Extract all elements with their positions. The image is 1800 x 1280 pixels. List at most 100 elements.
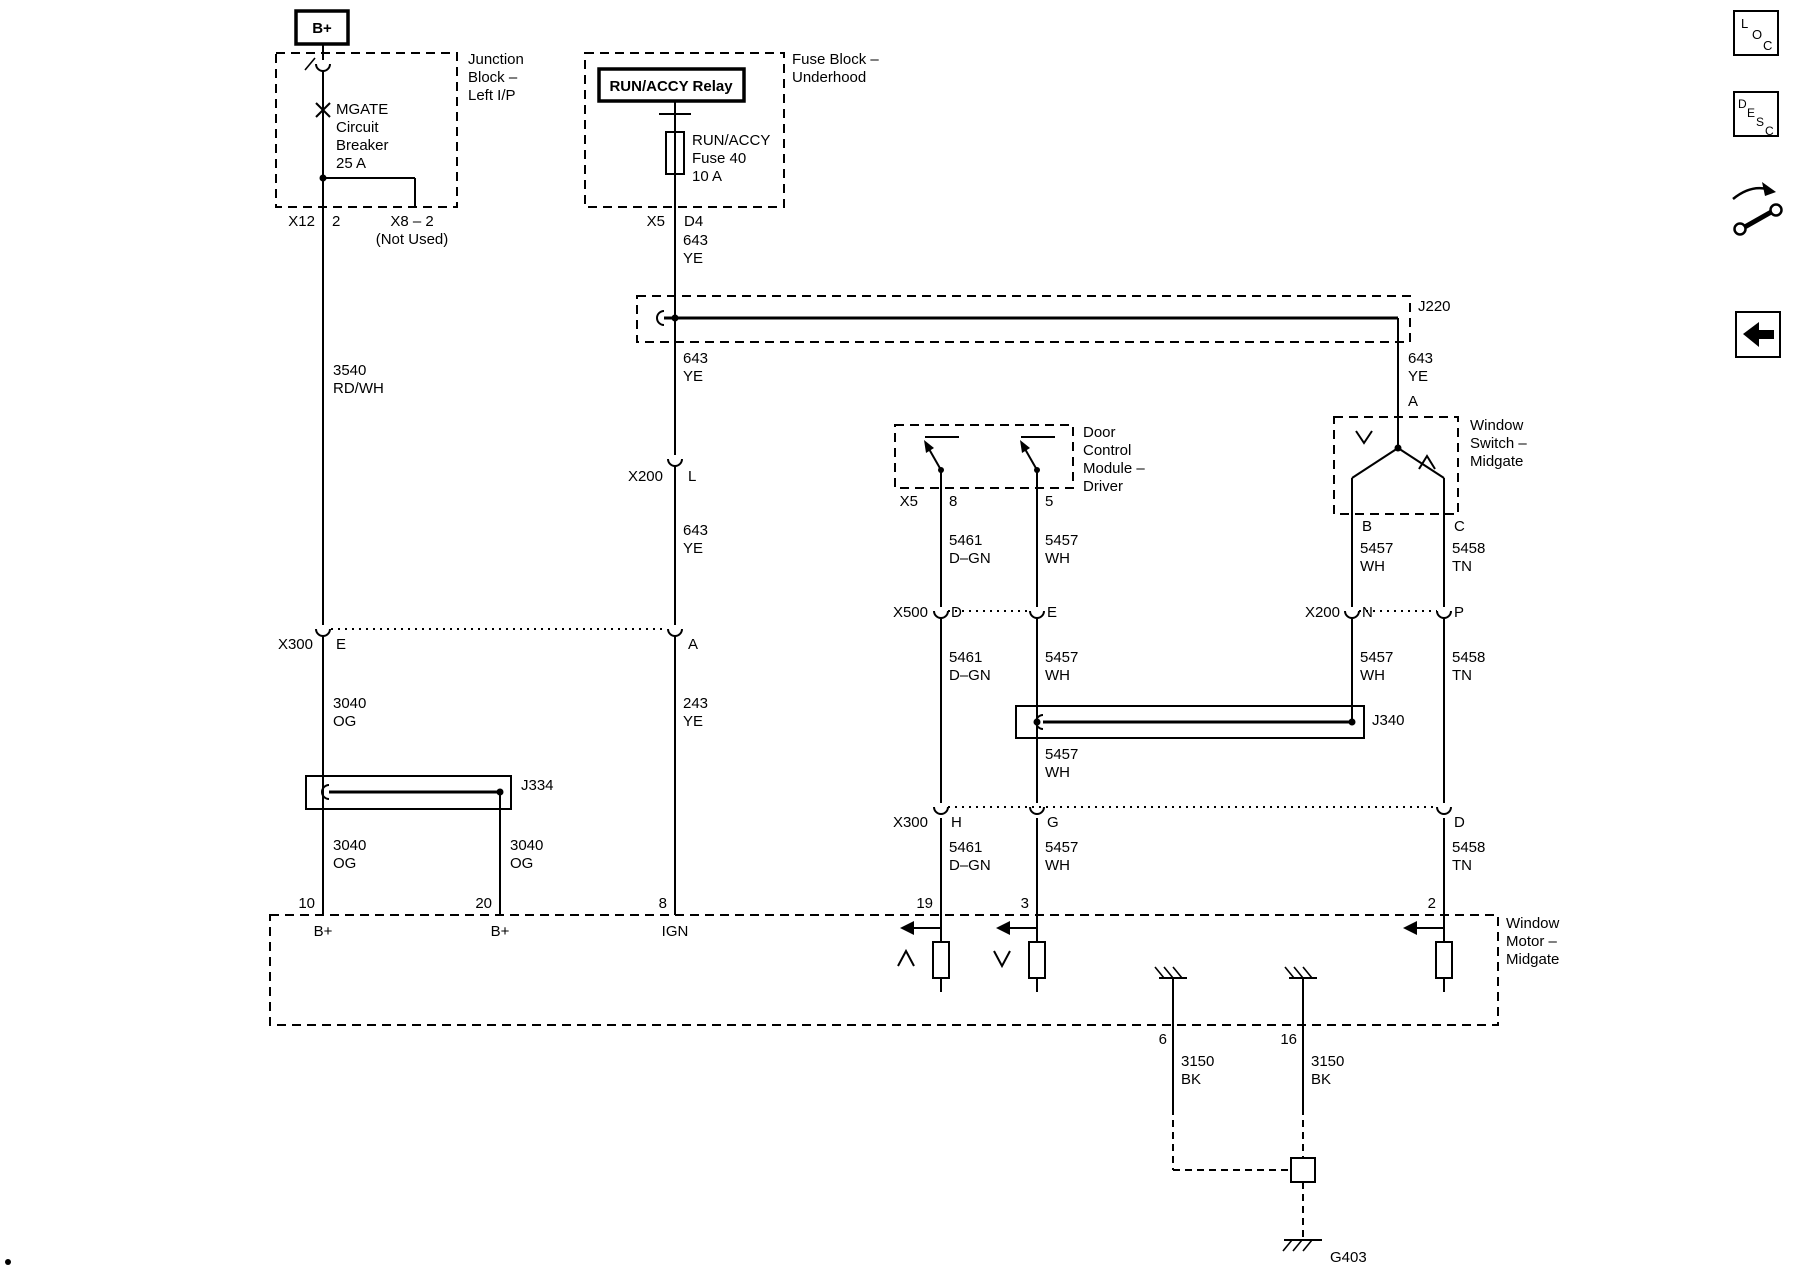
wire-label: 5457 — [1360, 649, 1393, 666]
wire-label: YE — [683, 368, 703, 385]
pin-e-label: E — [336, 636, 346, 653]
wire-label: OG — [333, 855, 356, 872]
wire-label: 643 — [1408, 350, 1433, 367]
switch-contact-icon — [924, 436, 959, 488]
inline-connector-icon — [1029, 806, 1045, 815]
wire-label: TN — [1452, 558, 1472, 575]
motor-element — [897, 921, 950, 992]
wire-label: 5461 — [949, 839, 982, 856]
splice-j334: J334 — [305, 775, 554, 915]
wire-label: 5461 — [949, 649, 982, 666]
door-module-wires — [933, 488, 1437, 942]
terminal-cup-icon — [315, 63, 331, 72]
pin-e-label: E — [1047, 604, 1057, 621]
j340-label: J340 — [1372, 712, 1405, 729]
pin-5-label: 5 — [1045, 493, 1053, 510]
motor-winding-icon — [1028, 941, 1046, 979]
window-motor: Window Motor – Midgate 10 20 8 19 3 2 B+… — [269, 895, 1560, 1026]
door-module-title: Door — [1083, 424, 1116, 441]
desc-letter: S — [1756, 115, 1764, 129]
window-motor-title: Midgate — [1506, 951, 1559, 968]
back-arrow-icon — [1743, 322, 1774, 347]
connector-x5-label: X5 — [647, 213, 665, 230]
wrench-icon — [1741, 208, 1775, 231]
fuse-label: RUN/ACCY — [692, 132, 770, 149]
loc-button[interactable]: L O C — [1733, 10, 1779, 56]
inline-connector-icon — [933, 610, 949, 619]
breaker-label: Breaker — [336, 137, 389, 154]
junction-block-title: Junction — [468, 51, 524, 68]
wire-label: RD/WH — [333, 380, 384, 397]
fuse-block-title: Fuse Block – — [792, 51, 879, 68]
connector-x300-label: X300 — [893, 814, 928, 831]
up-chevron-icon — [1418, 454, 1436, 470]
junction-block-outline — [275, 52, 458, 208]
wire-label: WH — [1045, 764, 1070, 781]
fuse-block-title: Underhood — [792, 69, 866, 86]
wire-label: WH — [1045, 550, 1070, 567]
connector-x200-label: X200 — [1305, 604, 1340, 621]
desc-letter: D — [1738, 97, 1747, 111]
toolbar: L O C D E S C — [1732, 10, 1783, 358]
window-switch: Window Switch – Midgate A B C — [1333, 393, 1527, 535]
wire-label: 5458 — [1452, 540, 1485, 557]
pin-19-label: 19 — [916, 895, 933, 912]
terminal-ign-label: IGN — [662, 923, 689, 940]
wire-label: WH — [1045, 857, 1070, 874]
unused-branch-wire — [323, 177, 416, 207]
terminal-bplus-label: B+ — [314, 923, 333, 940]
junction-block: B+ Junction Block – Left I/P MGATE Circu… — [275, 9, 524, 625]
back-button[interactable] — [1735, 311, 1781, 358]
pin-l-label: L — [688, 468, 696, 485]
motor-winding-icon — [1435, 941, 1453, 979]
door-control-module: Door Control Module – Driver X5 8 5 — [894, 424, 1145, 510]
inline-connector-icon — [667, 628, 683, 637]
repair-tools-button[interactable] — [1732, 182, 1783, 236]
wire-label: YE — [683, 540, 703, 557]
door-module-title: Module – — [1083, 460, 1145, 477]
terminal-bplus-label: B+ — [491, 923, 510, 940]
pin-p-label: P — [1454, 604, 1464, 621]
inline-connector-icon — [667, 458, 683, 467]
inline-connector-labels: X300 E X200 L A X500 D E X200 N P X300 H… — [278, 468, 1465, 831]
left-arrow-icon — [996, 921, 1010, 935]
junction-dot — [671, 314, 679, 322]
not-used-label: (Not Used) — [376, 231, 449, 248]
down-chevron-icon — [993, 950, 1011, 969]
j334-outline — [305, 775, 512, 810]
connector-x12-label: X12 — [288, 213, 315, 230]
wire-label: BK — [1181, 1071, 1201, 1088]
connector-x5-label: X5 — [900, 493, 918, 510]
connector-x300-label: X300 — [278, 636, 313, 653]
pin-n-label: N — [1362, 604, 1373, 621]
pin-d4-label: D4 — [684, 213, 703, 230]
fuse-label: 10 A — [692, 168, 722, 185]
wire-label: WH — [1045, 667, 1070, 684]
chassis-ground-icon — [1284, 966, 1317, 1025]
inline-connector-icon — [315, 628, 331, 637]
pin-6-label: 6 — [1159, 1031, 1167, 1048]
connector-x500-label: X500 — [893, 604, 928, 621]
wire-label: 5457 — [1045, 839, 1078, 856]
wire-label: OG — [333, 713, 356, 730]
pin-2-label: 2 — [1428, 895, 1436, 912]
wire-label: 3040 — [333, 837, 366, 854]
breaker-label: 25 A — [336, 155, 366, 172]
splice-box-icon — [1290, 1157, 1316, 1183]
pin-d-label: D — [1454, 814, 1465, 831]
j220-outline — [636, 295, 1411, 343]
wire-label: OG — [510, 855, 533, 872]
window-switch-title: Window — [1470, 417, 1524, 434]
pin-2-label: 2 — [332, 213, 340, 230]
pin-10-label: 10 — [298, 895, 315, 912]
window-switch-title: Midgate — [1470, 453, 1523, 470]
pin-8-label: 8 — [659, 895, 667, 912]
pin-h-label: H — [951, 814, 962, 831]
wire-label: BK — [1311, 1071, 1331, 1088]
bplus-feed-label: B+ — [312, 20, 332, 37]
desc-button[interactable]: D E S C — [1733, 91, 1779, 138]
wire-label: WH — [1360, 558, 1385, 575]
run-accy-relay-box — [597, 67, 746, 103]
